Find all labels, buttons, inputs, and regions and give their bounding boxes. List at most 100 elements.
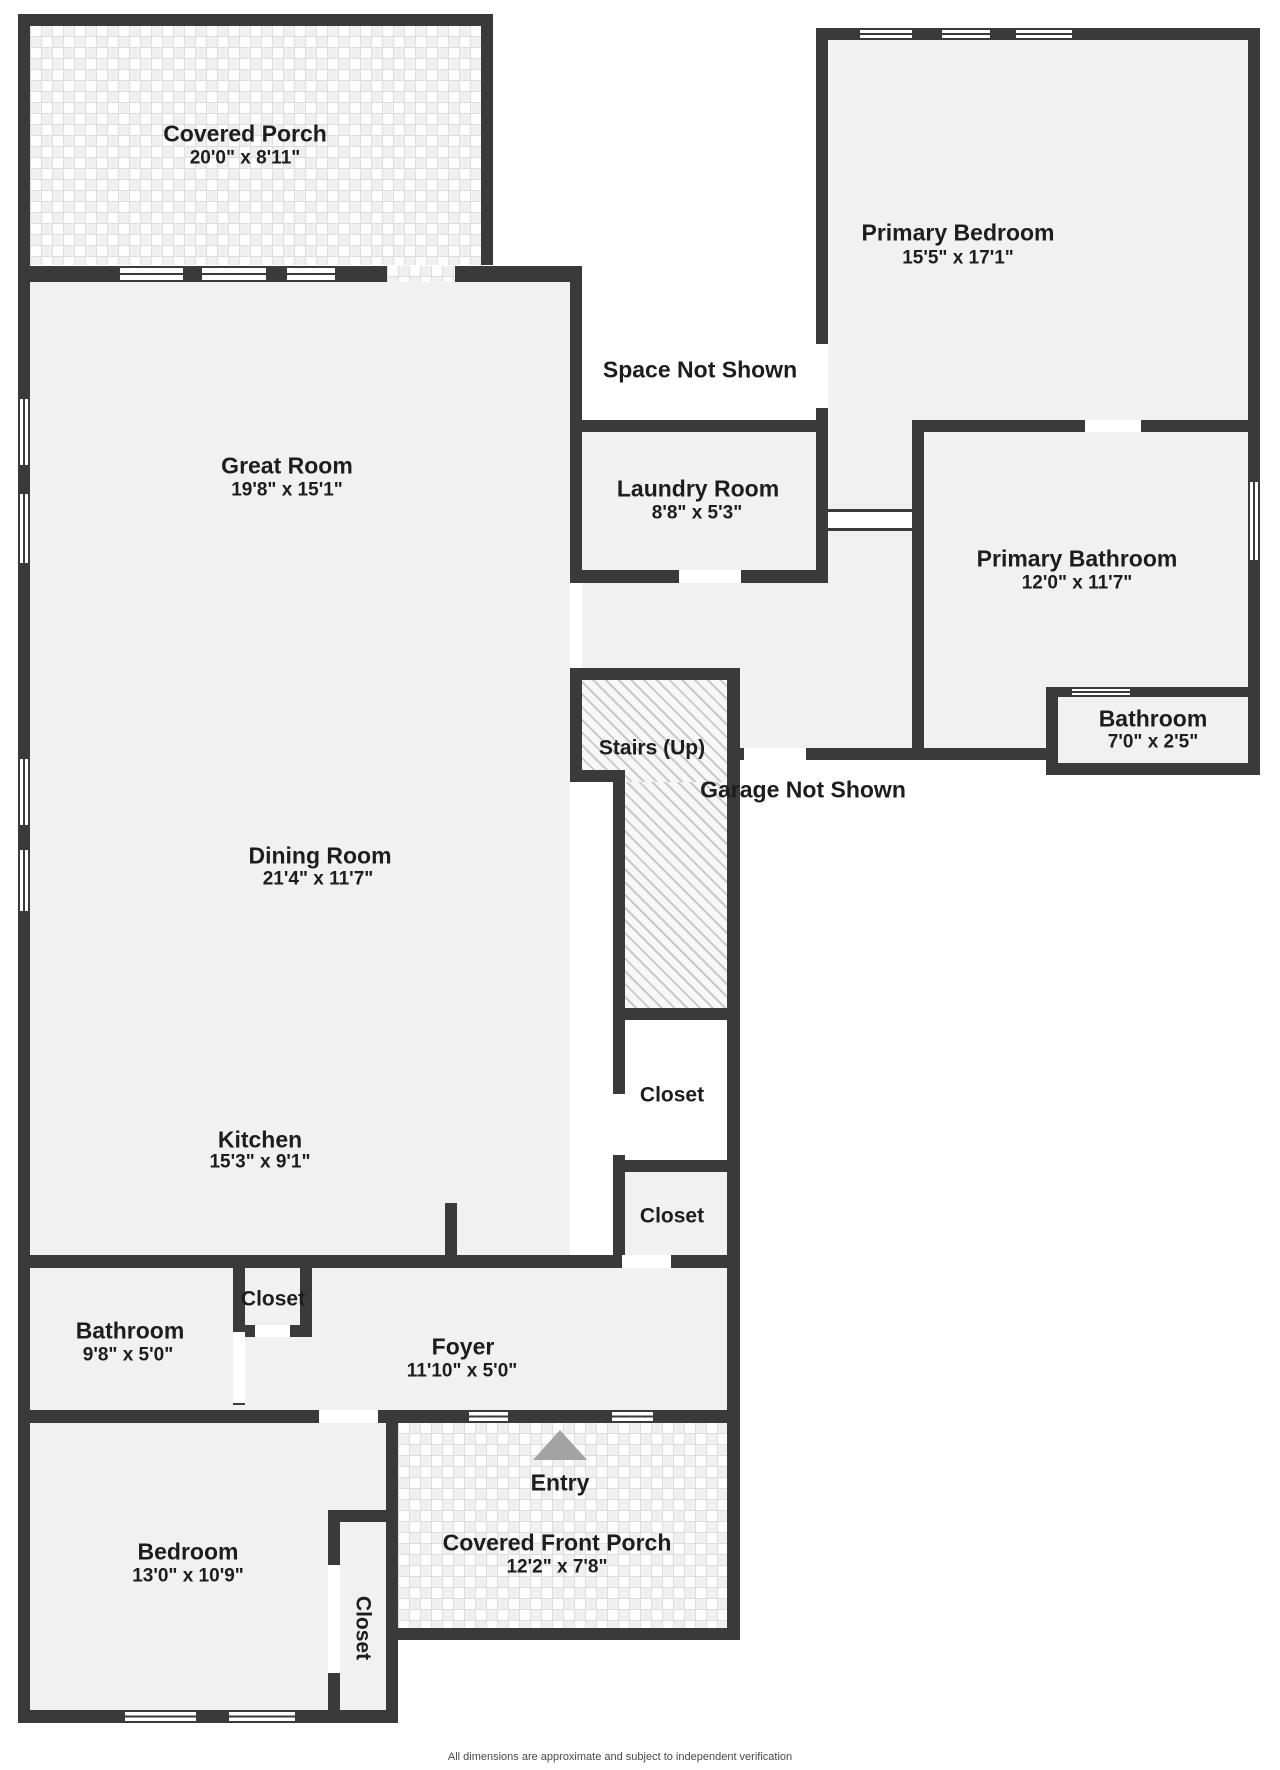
dims-kitchen: 15'3" x 9'1" (209, 1151, 311, 1173)
label-closet-bedroom: Closet (351, 1595, 375, 1661)
wall-stairs-top (570, 668, 740, 680)
label-closet-lower: Closet (639, 1204, 705, 1228)
window-bathroom-small (1070, 687, 1132, 697)
window-greatroom-left-1 (18, 397, 30, 467)
wall-primary-bathroom-west (912, 432, 924, 760)
wall-front-porch-bottom (386, 1628, 740, 1640)
floor-laundry (582, 432, 816, 570)
wall-bathroom-small-top (1046, 687, 1260, 697)
wall-bathroom-small-west (1046, 687, 1058, 775)
label-garage-not-shown: Garage Not Shown (700, 776, 906, 803)
dims-covered-front-porch: 12'2" x 7'8" (506, 1556, 608, 1578)
window-greatroom-left-2 (18, 492, 30, 565)
window-foyer-2 (610, 1410, 655, 1423)
wall-closet-upper-top (613, 1008, 740, 1020)
window-dining-left-2 (18, 848, 30, 913)
dims-laundry-room: 8'8" x 5'3" (651, 502, 743, 524)
wall-kitchen-stub (445, 1203, 457, 1255)
wall-porch-right (481, 14, 493, 265)
wall-closet-hall-east (300, 1268, 312, 1337)
entry-direction-icon (533, 1430, 587, 1460)
dims-primary-bedroom: 15'5" x 17'1" (902, 247, 1014, 269)
label-covered-front-porch: Covered Front Porch (442, 1529, 672, 1556)
floor-bath-foyer-row (30, 1268, 727, 1410)
label-covered-porch: Covered Porch (163, 120, 327, 147)
wall-closet-divider (613, 1160, 740, 1172)
label-primary-bathroom: Primary Bathroom (976, 545, 1178, 572)
window-greatroom-top-1 (118, 266, 185, 282)
window-primary-bedroom-2 (940, 28, 992, 40)
floor-closet-lower (625, 1172, 727, 1255)
floor-primary-bedroom (828, 40, 1248, 420)
door-closet-lower (620, 1255, 673, 1268)
wall-stairs-inner-west (613, 770, 625, 1020)
window-greatroom-top-3 (285, 266, 337, 282)
wall-east-long (727, 668, 740, 1640)
wall-stairs-west (570, 668, 582, 782)
window-dining-left-1 (18, 757, 30, 827)
wall-porch-left (18, 14, 30, 282)
door-closet-bedroom (328, 1563, 340, 1675)
wall-primary-bedroom-west (816, 28, 828, 583)
stairs-hatch-lower (625, 782, 727, 1008)
dims-bathroom: 9'8" x 5'0" (82, 1344, 174, 1366)
door-laundry (677, 570, 743, 583)
wall-right-outer (1248, 28, 1260, 775)
window-primary-bedroom-1 (858, 28, 914, 40)
wall-closet-bedroom-top (328, 1510, 398, 1522)
label-dining-room: Dining Room (248, 842, 392, 869)
window-primary-bathroom-right (1248, 480, 1260, 562)
covered-porch-tile (30, 26, 481, 265)
label-bathroom: Bathroom (75, 1317, 185, 1344)
door-space-not-shown (816, 342, 828, 410)
wall-laundry-west (570, 282, 582, 583)
wall-corridor (727, 748, 1058, 760)
dims-dining-room: 21'4" x 11'7" (262, 868, 374, 890)
window-foyer-1 (467, 1410, 510, 1423)
door-garage-corridor (742, 748, 808, 760)
door-closet-upper (613, 1092, 625, 1157)
label-closet-upper: Closet (639, 1083, 705, 1107)
wall-porch-top (18, 14, 493, 26)
wall-kitchen-bottom (18, 1255, 740, 1268)
dims-covered-porch: 20'0" x 8'11" (189, 147, 301, 169)
label-space-not-shown: Space Not Shown (602, 356, 798, 383)
dims-bathroom-small: 7'0" x 2'5" (1107, 731, 1199, 753)
wall-stairs-step (570, 770, 625, 782)
wall-laundry-top (570, 420, 828, 432)
door-primary-bathroom (1083, 420, 1143, 432)
wall-closet-lower-west (613, 1172, 625, 1268)
dims-great-room: 19'8" x 15'1" (231, 479, 343, 501)
wall-bathroom-small-bottom (1046, 763, 1260, 775)
door-bedroom (317, 1410, 380, 1423)
wall-closet-bedroom-east (386, 1410, 398, 1723)
door-bathroom (233, 1330, 245, 1405)
floor-closet-upper (625, 1020, 727, 1160)
wall-left-outer (18, 282, 30, 1723)
door-closet-hall (253, 1325, 292, 1337)
label-entry: Entry (530, 1469, 590, 1496)
window-bedroom-2 (227, 1710, 297, 1723)
window-greatroom-top-2 (200, 266, 268, 282)
label-foyer: Foyer (431, 1333, 495, 1360)
label-great-room: Great Room (221, 452, 353, 479)
label-bathroom-small: Bathroom (1098, 705, 1208, 732)
label-closet-hall: Closet (240, 1287, 306, 1311)
wall-bathroom-east (233, 1268, 245, 1330)
dims-primary-bathroom: 12'0" x 11'7" (1021, 572, 1133, 594)
label-primary-bedroom: Primary Bedroom (861, 219, 1055, 246)
disclaimer-text: All dimensions are approximate and subje… (447, 1751, 793, 1763)
window-bedroom-1 (123, 1710, 198, 1723)
dims-bedroom: 13'0" x 10'9" (132, 1565, 244, 1587)
label-kitchen: Kitchen (217, 1126, 303, 1153)
porch-door-opening (387, 266, 455, 282)
stairs-hatch-upper (582, 680, 727, 782)
label-bedroom: Bedroom (137, 1538, 239, 1565)
door-hall-to-primary (828, 509, 912, 531)
floor-bathroom-small (1058, 697, 1248, 763)
wall-bedroom-bottom (18, 1710, 398, 1723)
floor-main-living (30, 282, 570, 1255)
label-laundry-room: Laundry Room (616, 475, 780, 502)
window-primary-bedroom-3 (1014, 28, 1074, 40)
